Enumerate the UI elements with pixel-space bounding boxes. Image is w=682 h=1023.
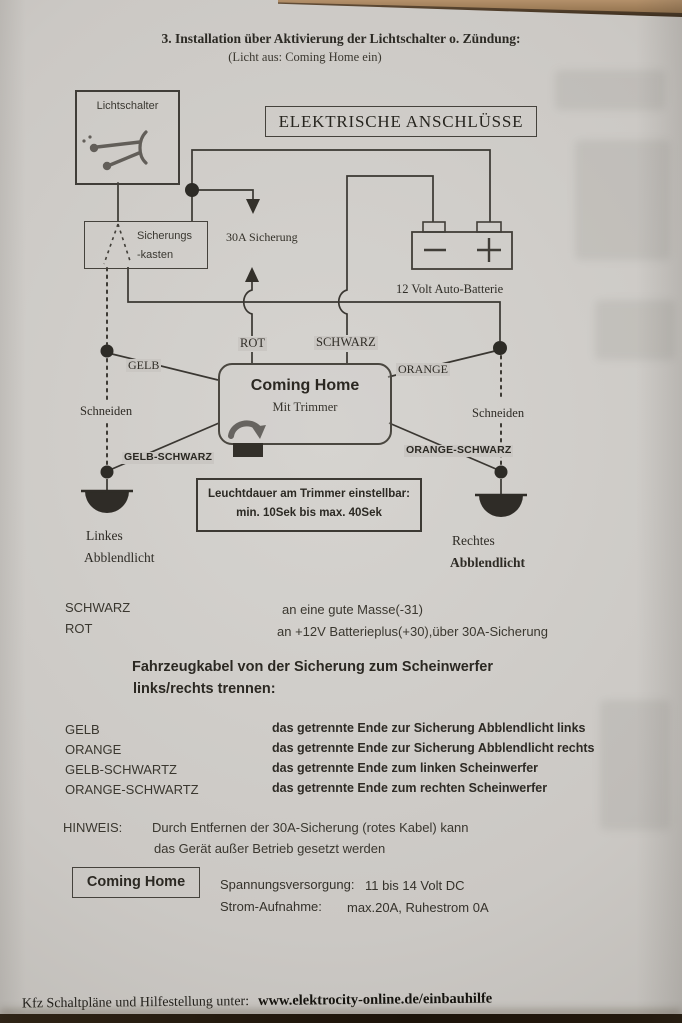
timer-note-box: Leuchtdauer am Trimmer einstellbar: min.… <box>196 478 422 532</box>
cable-row-desc: das getrennte Ende zur Sicherung Abblend… <box>272 741 595 755</box>
fusebox-box: Sicherungs -kasten <box>84 221 208 269</box>
connections-title-box: ELEKTRISCHE ANSCHLÜSSE <box>265 106 537 137</box>
hinweis-line1: Durch Entfernen der 30A-Sicherung (rotes… <box>152 820 469 835</box>
note-schwarz-label: SCHWARZ <box>65 600 131 615</box>
battery-plus-symbol <box>477 238 501 262</box>
bleedthrough-smudge <box>575 140 670 260</box>
fusebox-label-line2: -kasten <box>137 249 174 261</box>
cable-row-label: GELB <box>65 722 100 737</box>
fuse-arrow-up-icon <box>245 267 259 282</box>
battery-label: 12 Volt Auto-Batterie <box>396 282 504 296</box>
voltage-label: Spannungsversorgung: <box>220 877 355 892</box>
lamp-right-label-line2: Abblendlicht <box>450 555 526 570</box>
cable-row-desc: das getrennte Ende zur Sicherung Abblend… <box>272 721 586 735</box>
lamp-left-label-line1: Linkes <box>86 528 123 543</box>
junction-dot <box>185 183 199 197</box>
timer-note-line1: Leuchtdauer am Trimmer einstellbar: <box>208 488 410 500</box>
cut-label-right: Schneiden <box>472 406 525 420</box>
wire-gelb-path <box>111 353 219 381</box>
hinweis-label: HINWEIS: <box>63 820 123 835</box>
cut-dot-right-bottom <box>494 465 508 479</box>
current-value: max.20A, Ruhestrom 0A <box>347 900 489 915</box>
footer-text: Kfz Schaltpläne und Hilfestellung unter: <box>21 994 250 1012</box>
fusebox-label-line1: Sicherungs <box>137 230 193 242</box>
right-vignette <box>636 0 682 1023</box>
bleedthrough-smudge <box>595 300 675 360</box>
note-rot-desc: an +12V Batterieplus(+30),über 30A-Siche… <box>277 624 549 639</box>
fuse-30a-label: 30A Sicherung <box>226 230 298 244</box>
bleedthrough-smudge <box>555 70 665 110</box>
switch-icon <box>82 130 148 171</box>
cut-dot-right-top <box>493 341 507 355</box>
wire-label-schwarz: SCHWARZ <box>314 335 378 350</box>
lamp-left-icon <box>81 489 133 513</box>
cable-row-desc: das getrennte Ende zum linken Scheinwerf… <box>272 761 539 775</box>
cable-row-label: ORANGE <box>65 742 122 757</box>
page-subtitle: (Licht aus: Coming Home ein) <box>228 50 382 64</box>
section-heading-line1: Fahrzeugkabel von der Sicherung zum Sche… <box>132 659 493 675</box>
wire-junction-to-fuse <box>192 189 254 200</box>
page-title: 3. Installation über Aktivierung der Lic… <box>161 31 521 46</box>
wire-label-gelb: GELB <box>126 358 162 373</box>
module-name: Coming Home <box>250 377 360 394</box>
note-rot-label: ROT <box>65 621 93 636</box>
cut-dot-left-bottom <box>100 465 114 479</box>
lamp-left-label-line2: Abblendlicht <box>84 550 155 565</box>
current-label: Strom-Aufnahme: <box>220 899 322 914</box>
cut-dashes-fusebox <box>103 223 132 265</box>
cut-label-left: Schneiden <box>80 404 133 418</box>
lichtschalter-label: Lichtschalter <box>96 100 159 112</box>
coming-home-module-box: Coming Home Mit Trimmer <box>218 363 392 445</box>
photo-bottom-edge <box>0 1014 682 1023</box>
module-subtitle: Mit Trimmer <box>272 400 338 414</box>
lamp-right-label-line1: Rechtes <box>452 533 495 548</box>
voltage-value: 11 bis 14 Volt DC <box>365 878 465 893</box>
module-connector-tab <box>233 443 263 457</box>
cable-row-label: ORANGE-SCHWARTZ <box>65 782 199 797</box>
battery-icon <box>411 221 513 270</box>
wire-label-gelb-schwarz: GELB-SCHWARZ <box>122 451 215 464</box>
lamp-right-icon <box>475 493 527 517</box>
fusebox-label: Sicherungs -kasten <box>137 227 192 265</box>
hinweis-line2: das Gerät außer Betrieb gesetzt werden <box>154 841 386 856</box>
cable-row-label: GELB-SCHWARTZ <box>65 762 177 777</box>
product-name-box: Coming Home <box>72 867 200 898</box>
wire-label-orange-schwarz: ORANGE-SCHWARZ <box>404 444 514 457</box>
cable-row-desc: das getrennte Ende zum rechten Scheinwer… <box>272 781 548 795</box>
footer-url: www.elektrocity-online.de/einbauhilfe <box>257 990 493 1009</box>
bleedthrough-smudge <box>600 700 670 830</box>
wire-junction-to-battery-plus <box>191 149 491 222</box>
left-vignette <box>0 0 26 1023</box>
wire-schwarz-path <box>337 175 434 363</box>
cut-dot-left-top <box>100 344 114 358</box>
timer-note-line2: min. 10Sek bis max. 40Sek <box>236 507 382 519</box>
section-heading-line2: links/rechts trennen: <box>133 681 276 697</box>
lichtschalter-box: Lichtschalter <box>75 90 180 185</box>
wire-label-rot: ROT <box>238 336 267 351</box>
wire-label-orange: ORANGE <box>396 362 450 377</box>
fuse-arrow-down-icon <box>246 199 260 214</box>
note-schwarz-desc: an eine gute Masse(-31) <box>282 602 423 617</box>
wire-bus-path <box>127 267 501 341</box>
